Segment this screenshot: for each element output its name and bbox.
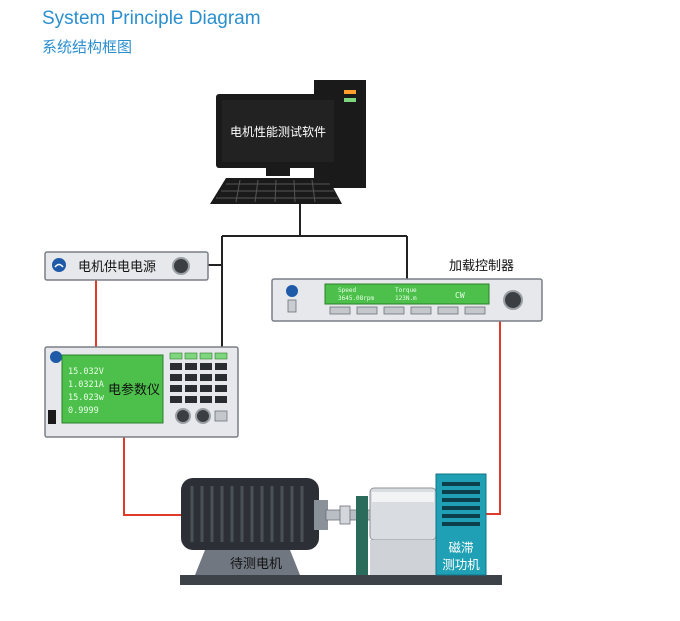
power-meter-keypad — [169, 352, 228, 424]
power-meter-label: 电参数仪 — [108, 382, 160, 398]
pc-screen-label: 电机性能测试软件 — [230, 124, 326, 139]
diagram-title-cn: 系统结构框图 — [42, 38, 133, 56]
power-meter: 15.032V 1.0321A 15.023w 0.9999 电参数仪 — [44, 346, 239, 438]
motor-under-test: 待测电机 — [181, 478, 328, 575]
svg-text:123N.m: 123N.m — [395, 295, 417, 302]
power-meter-reading-voltage: 15.032V — [68, 367, 104, 377]
motor-label: 待测电机 — [230, 557, 282, 572]
power-meter-switch — [48, 410, 56, 424]
power-meter-reading-power: 15.023w — [68, 393, 105, 403]
data-bus-lines — [208, 203, 408, 347]
svg-text:Speed: Speed — [338, 287, 356, 294]
power-meter-display — [61, 354, 164, 424]
load-controller: 加载控制器 Speed 3645.08rpm Torque 123N.m CW — [271, 259, 543, 322]
hysteresis-dynamometer: 磁滞 测功机 — [435, 473, 487, 576]
power-supply-knob — [172, 257, 190, 275]
diagram-title-en: System Principle Diagram — [42, 8, 261, 29]
test-bench: 待测电机 磁滞 — [180, 473, 502, 585]
load-controller-knob — [503, 290, 523, 310]
computer: 电机性能测试软件 — [210, 80, 366, 204]
power-meter-reading-pf: 0.9999 — [68, 406, 99, 416]
svg-text:3645.08rpm: 3645.08rpm — [338, 295, 375, 302]
power-supply: 电机供电电源 — [44, 251, 209, 281]
power-meter-logo-icon — [50, 351, 62, 363]
load-controller-logo-icon — [286, 285, 298, 297]
brake-label-line1: 磁滞 — [448, 540, 473, 555]
svg-text:Torque: Torque — [395, 287, 417, 294]
svg-text:CW: CW — [455, 291, 465, 300]
power-meter-reading-current: 1.0321A — [68, 380, 104, 390]
load-controller-display — [324, 283, 490, 305]
signal-lines — [95, 280, 501, 516]
sensor-pedestal — [356, 496, 368, 575]
power-supply-label: 电机供电电源 — [78, 260, 156, 275]
load-controller-label: 加载控制器 — [449, 259, 514, 274]
brake-label-line2: 测功机 — [442, 557, 480, 572]
load-controller-buttons — [329, 306, 486, 315]
